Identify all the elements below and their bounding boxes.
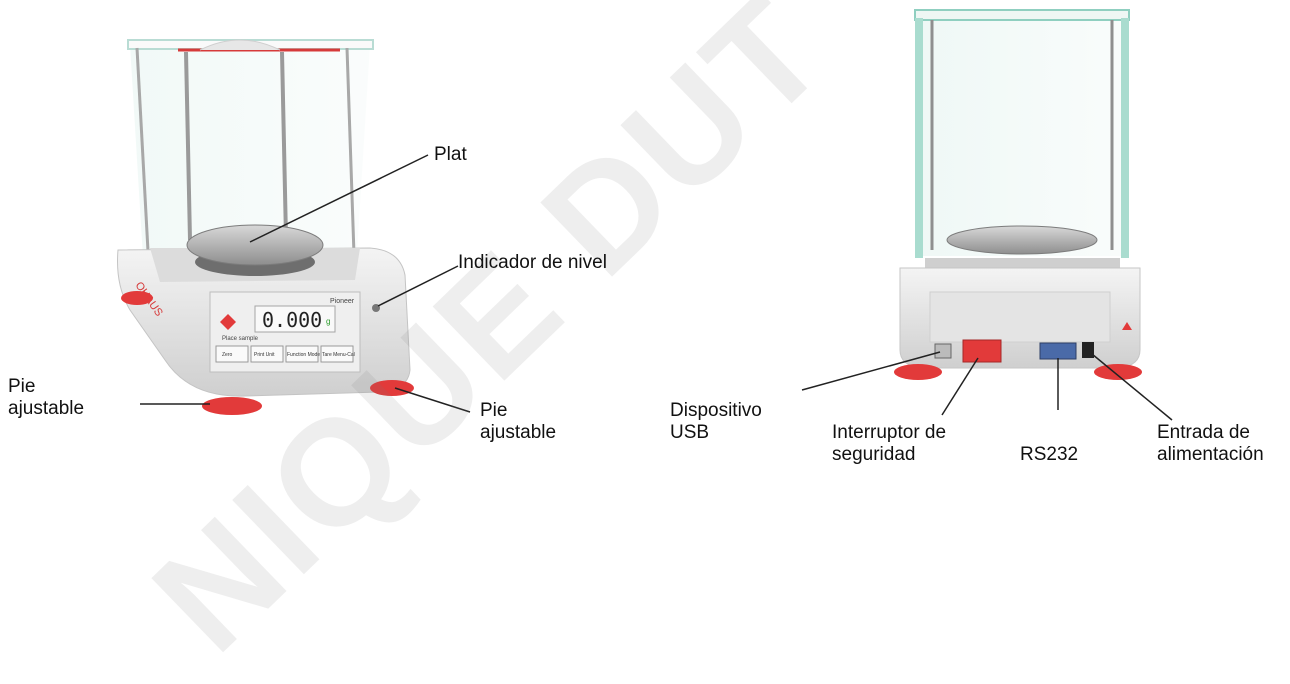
foot-right-leader [394,387,471,413]
label-plat: Plat [434,144,467,165]
zero-key[interactable] [215,345,249,363]
front-foot-left [202,397,262,415]
lcd-unit: g [326,317,330,326]
label-level-indicator: Indicador de nivel [458,252,607,273]
rear-panel [929,291,1111,343]
label-foot-left-line2: ajustable [8,398,85,419]
front-foot-right [370,380,414,396]
print-unit-key-label: Print Unit [254,352,275,358]
rs232-port [1039,342,1077,360]
plat-leader [249,154,429,243]
label-usb-line2: USB [670,422,710,443]
label-security-line1: Interruptor de [832,422,947,443]
usb-port [934,343,952,359]
top-frame [914,9,1130,21]
label-usb: Dispositivo USB [670,400,762,444]
tare-key[interactable] [320,345,354,363]
power-jack [1082,342,1094,358]
tare-key-label: Tare Menu-Cal [322,352,355,358]
lcd-prompt: Place sample [222,336,259,342]
label-foot-right-line1: Pie [480,400,508,421]
front-balance: Pioneer 0.000 g Place sample Zero Print … [117,39,414,415]
label-foot-left: Pie ajustable [8,376,84,420]
label-security-switch: Interruptor de seguridad [832,422,946,466]
security-leader [941,357,979,416]
usb-leader [801,351,941,391]
label-security-line2: seguridad [832,444,916,465]
panel-keys: Zero Print Unit Function Mode Tare Menu-… [215,345,355,363]
lcd-reading: 0.000 [262,308,322,332]
rear-balance [894,9,1142,380]
weighing-pan [946,225,1098,255]
glass-enclosure [918,14,1126,256]
security-switch [962,339,1002,363]
glass-dome [199,39,281,51]
lcd-screen [254,305,336,333]
label-power-input: Entrada de alimentación [1157,422,1264,466]
glass-side-left [915,18,923,258]
foot-left [894,364,942,380]
function-mode-key-label: Function Mode [287,352,320,358]
label-foot-left-line1: Pie [8,376,36,397]
glass-rod [135,47,152,289]
level-leader [377,265,459,307]
warning-icon [1122,322,1132,330]
ohaus-logo-icon [220,314,236,330]
label-power-line1: Entrada de [1157,422,1250,443]
print-unit-key[interactable] [250,345,284,363]
glass-rod [345,47,357,285]
weighing-pan [186,224,324,266]
glass-rod [280,51,288,239]
label-foot-right: Pie ajustable [480,400,556,444]
label-rs232: RS232 [1020,444,1079,465]
glass-side-right [1121,18,1129,258]
zero-key-label: Zero [222,352,233,358]
function-mode-key[interactable] [285,345,319,363]
label-usb-line1: Dispositivo [670,400,762,421]
brand-label: Pioneer [330,298,355,305]
label-power-line2: alimentación [1157,444,1264,465]
rear-foot-left [121,291,153,305]
foot-right [1094,364,1142,380]
leader-lines [140,154,1173,421]
label-foot-right-line2: ajustable [480,422,557,443]
power-leader [1091,353,1173,421]
glass-rod [184,51,192,241]
balance-diagram: Pioneer 0.000 g Place sample Zero Print … [117,9,1173,421]
